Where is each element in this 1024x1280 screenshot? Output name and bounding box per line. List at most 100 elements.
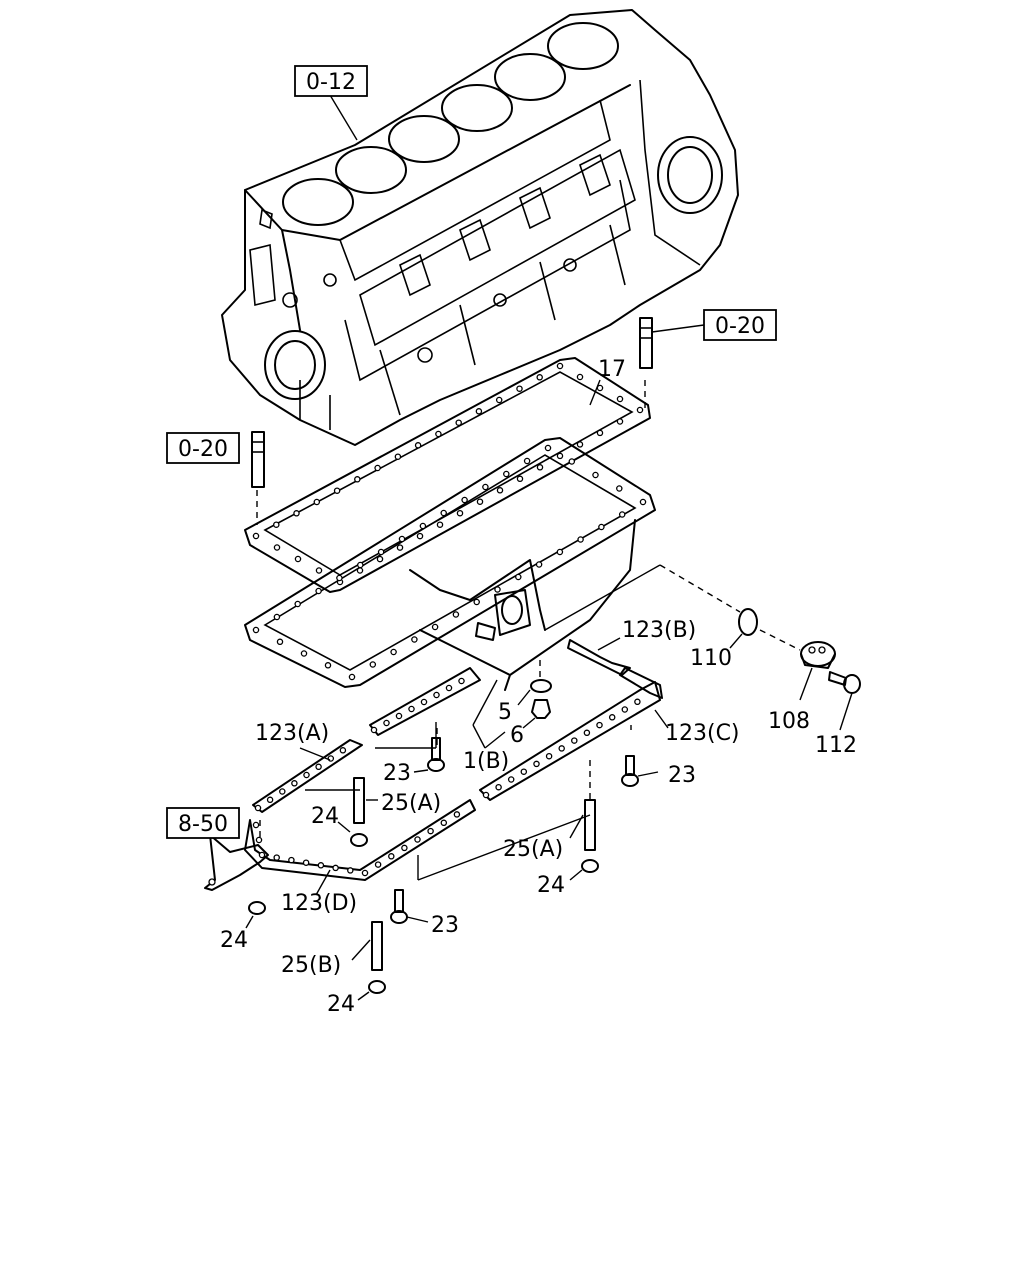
bolt-hole <box>621 706 629 713</box>
bolt-hole <box>495 396 503 404</box>
callout-25b: 25(B) <box>281 953 341 978</box>
callout-108: 108 <box>768 709 810 734</box>
engine-block <box>221 9 739 446</box>
bolt-hole <box>616 418 624 425</box>
bolt-hole <box>445 684 453 692</box>
bolt-hole <box>576 441 584 448</box>
bolt-hole <box>577 536 584 543</box>
bolt-hole <box>361 869 369 877</box>
bolt-hole <box>507 776 515 783</box>
bolt-hole <box>503 470 510 478</box>
bolt-hole <box>276 638 284 646</box>
bolt-hole <box>332 864 339 872</box>
bolt-hole <box>571 737 578 744</box>
bolt-hole <box>476 498 484 505</box>
bolt-hole <box>317 862 325 869</box>
callout-112: 112 <box>815 733 857 758</box>
bolt-hole <box>414 836 421 843</box>
bolt-hole <box>294 600 301 608</box>
bolt-hole <box>339 747 347 754</box>
bolt-hole <box>583 729 591 737</box>
bolt-hole <box>618 511 626 518</box>
bolt-hole <box>374 464 381 472</box>
bolt-hole <box>374 861 382 868</box>
bolt-hole <box>324 662 332 669</box>
bolt-hole <box>291 780 298 787</box>
bolt-hole <box>576 373 584 381</box>
bolt-hole <box>456 509 464 517</box>
oil-pan-bolt-holes <box>252 444 647 681</box>
bolt-hole <box>592 471 599 479</box>
callout-23-c: 23 <box>431 913 459 938</box>
bolt-hole <box>254 804 262 812</box>
bolt-hole <box>369 661 377 668</box>
bolt-hole <box>440 819 448 827</box>
drain-plug-assembly <box>472 679 552 749</box>
bolt-hole <box>516 475 524 483</box>
bolt-hole <box>347 867 354 874</box>
bolt-hole <box>616 395 624 403</box>
bolt-hole <box>433 691 440 699</box>
bolt-23-group <box>390 737 659 924</box>
bolt-hole <box>420 698 428 706</box>
gasket-17-bolt-holes <box>252 362 644 586</box>
cover-108 <box>799 641 836 701</box>
bolt-hole <box>556 548 564 556</box>
oil-pan <box>244 437 656 691</box>
bolt-hole <box>544 444 552 452</box>
ref-0-12-text: 0-12 <box>306 70 356 95</box>
bolt-hole <box>427 827 434 835</box>
bolt-hole <box>482 483 489 491</box>
bolt-hole <box>377 548 385 556</box>
bolt-hole <box>523 457 531 465</box>
bolt-hole <box>293 510 300 517</box>
bolt-hole <box>636 406 644 414</box>
bolt-hole <box>398 535 406 543</box>
bracket-8-50 <box>204 833 269 891</box>
bolt-hole <box>396 544 404 551</box>
bolt-hole <box>376 555 384 563</box>
bolt-hole <box>411 636 418 643</box>
bolt-hole <box>408 705 415 713</box>
bolt-hole <box>388 853 395 860</box>
ref-box-0-20-left: 0-20 <box>166 432 240 464</box>
bolt-hole <box>558 745 565 752</box>
callout-123c: 123(C) <box>665 721 740 746</box>
bolt-hole <box>414 442 422 449</box>
bolt-hole <box>533 760 540 768</box>
bolt-hole <box>348 673 356 681</box>
bolt-hole <box>273 521 280 528</box>
bolt-hole <box>354 476 361 483</box>
bolt-hole <box>302 859 310 866</box>
bolt-hole <box>394 453 402 460</box>
alignment-lines <box>256 380 646 881</box>
callout-1b: 1(B) <box>463 749 509 774</box>
bolt-hole <box>455 419 462 426</box>
bolt-hole <box>515 573 522 581</box>
bolt-112 <box>828 671 861 731</box>
bolt-hole <box>252 821 260 829</box>
bolt-hole <box>556 362 564 370</box>
bolt-hole <box>475 408 483 415</box>
bolt-hole <box>383 719 390 727</box>
callout-5: 5 <box>498 700 512 725</box>
bolt-hole <box>535 561 543 568</box>
bolt-hole <box>288 856 295 864</box>
bolt-hole <box>279 788 286 795</box>
stud-0-20-right <box>639 317 705 369</box>
ref-0-20-left-text: 0-20 <box>178 437 228 462</box>
callout-25a-right: 25(A) <box>503 837 563 862</box>
bolt-hole <box>634 698 641 706</box>
callout-123d: 123(D) <box>281 891 357 916</box>
o-ring-110 <box>544 564 801 651</box>
bolt-hole <box>416 532 424 540</box>
bolt-hole <box>395 712 403 720</box>
stud-25-group <box>351 777 596 971</box>
callout-24-b: 24 <box>537 873 565 898</box>
bolt-hole <box>496 487 504 494</box>
bolt-hole <box>536 374 543 381</box>
bolt-hole <box>458 677 465 685</box>
callout-123a: 123(A) <box>255 721 329 746</box>
bolt-hole <box>370 726 378 734</box>
callout-24-d: 24 <box>327 992 355 1017</box>
